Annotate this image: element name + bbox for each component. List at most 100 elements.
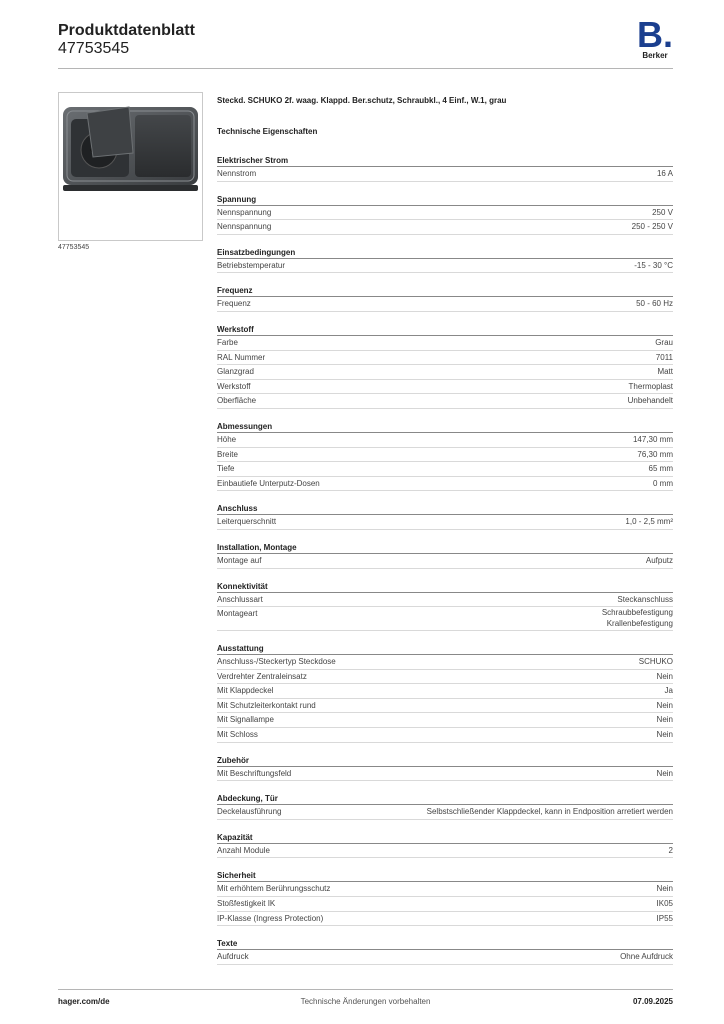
property-label: IP-Klasse (Ingress Protection) [217,913,324,923]
image-caption: 47753545 [58,244,90,251]
property-value: 1,0 - 2,5 mm² [625,517,673,527]
housing-base-shape [63,185,198,191]
property-value-line: Schraubbefestigung [601,608,673,618]
property-label: Mit Schutzleiterkontakt rund [217,700,316,710]
property-label: Mit erhöhtem Berührungsschutz [217,884,331,894]
property-label: Mit Signallampe [217,715,274,725]
property-value-line: Krallenbefestigung [606,618,673,628]
property-value: 16 A [656,169,673,178]
group-title: Konnektivität [217,579,673,593]
property-label: Betriebstemperatur [217,260,286,270]
property-value: Unbehandelt [627,396,673,406]
group-title: Kapazität [217,830,673,844]
property-value: IP55 [656,913,673,923]
header-divider [58,68,673,69]
property-row: Einbautiefe Unterputz-Dosen 0 mm [217,477,673,492]
property-value: 250 - 250 V [631,222,673,232]
open-flip-lid-shape [86,106,134,158]
group-title: Installation, Montage [217,540,673,554]
property-value: 65 mm [648,464,673,474]
property-value: Thermoplast [628,381,673,391]
property-label: Anzahl Module [217,845,270,855]
property-label: Stoßfestigkeit IK [217,899,276,909]
property-row: IP-Klasse (Ingress Protection) IP55 [217,912,673,927]
product-description: Steckd. SCHUKO 2f. waag. Klappd. Ber.sch… [217,96,507,105]
property-row: Stoßfestigkeit IK IK05 [217,897,673,912]
group-title: Ausstattung [217,641,673,656]
property-label: Einbautiefe Unterputz-Dosen [217,478,320,488]
footer-divider [58,989,673,990]
property-label: Anschluss-/Steckertyp Steckdose [217,657,336,667]
property-value: Nein [656,884,673,894]
specification-content: Steckd. SCHUKO 2f. waag. Klappd. Ber.sch… [217,96,673,975]
logo-text: Berker [642,51,668,60]
group-title: Spannung [217,192,673,206]
property-value: 2 [668,845,673,855]
property-value: 76,30 mm [637,449,673,459]
property-value: IK05 [656,899,673,909]
property-label: Oberfläche [217,396,257,406]
property-value: 147,30 mm [632,434,673,444]
page-header: Produktdatenblatt 47753545 B. Berker [58,17,673,70]
property-value: SCHUKO [638,657,673,667]
property-label: RAL Nummer [217,352,266,362]
berker-logo: B. Berker [637,17,673,61]
property-label: Farbe [217,337,238,347]
property-value: Nein [656,730,673,740]
property-label: Tiefe [217,464,235,474]
group-title: Abdeckung, Tür [217,791,673,806]
property-label: Mit Beschriftungsfeld [217,768,292,778]
property-value: Aufputz [645,555,673,565]
property-row: Oberfläche Unbehandelt [217,394,673,409]
property-row: Anzahl Module 2 [217,844,673,859]
property-value: Ohne Aufdruck [620,952,673,962]
property-row: Mit Schloss Nein [217,728,673,743]
property-label: Aufdruck [217,952,249,962]
property-label: Frequenz [217,299,251,309]
property-label: Nennstrom [217,169,257,178]
property-value: Ja [664,686,673,696]
property-value: Nein [656,768,673,778]
property-row: Montage auf Aufputz [217,554,673,569]
property-label: Montage auf [217,555,262,565]
property-label: Mit Schloss [217,730,258,740]
group-title: Einsatzbedingungen [217,245,673,259]
group-title: Texte [217,936,673,951]
property-value: 0 mm [653,478,673,488]
group-title: Elektrischer Strom [217,153,673,167]
property-row: Tiefe 65 mm [217,462,673,477]
property-value: 7011 [655,352,673,362]
product-image [58,92,203,241]
property-label: Werkstoff [217,381,251,391]
property-value: Steckanschluss [617,594,673,604]
document-title: Produktdatenblatt [58,22,195,39]
property-value: 250 V [652,207,673,217]
property-value: -15 - 30 °C [634,260,673,270]
property-row: Mit erhöhtem Berührungsschutz Nein [217,882,673,898]
property-row: Betriebstemperatur -15 - 30 °C [217,259,673,274]
socket-outlet-illustration [63,106,198,191]
property-row: Aufdruck Ohne Aufdruck [217,950,673,965]
